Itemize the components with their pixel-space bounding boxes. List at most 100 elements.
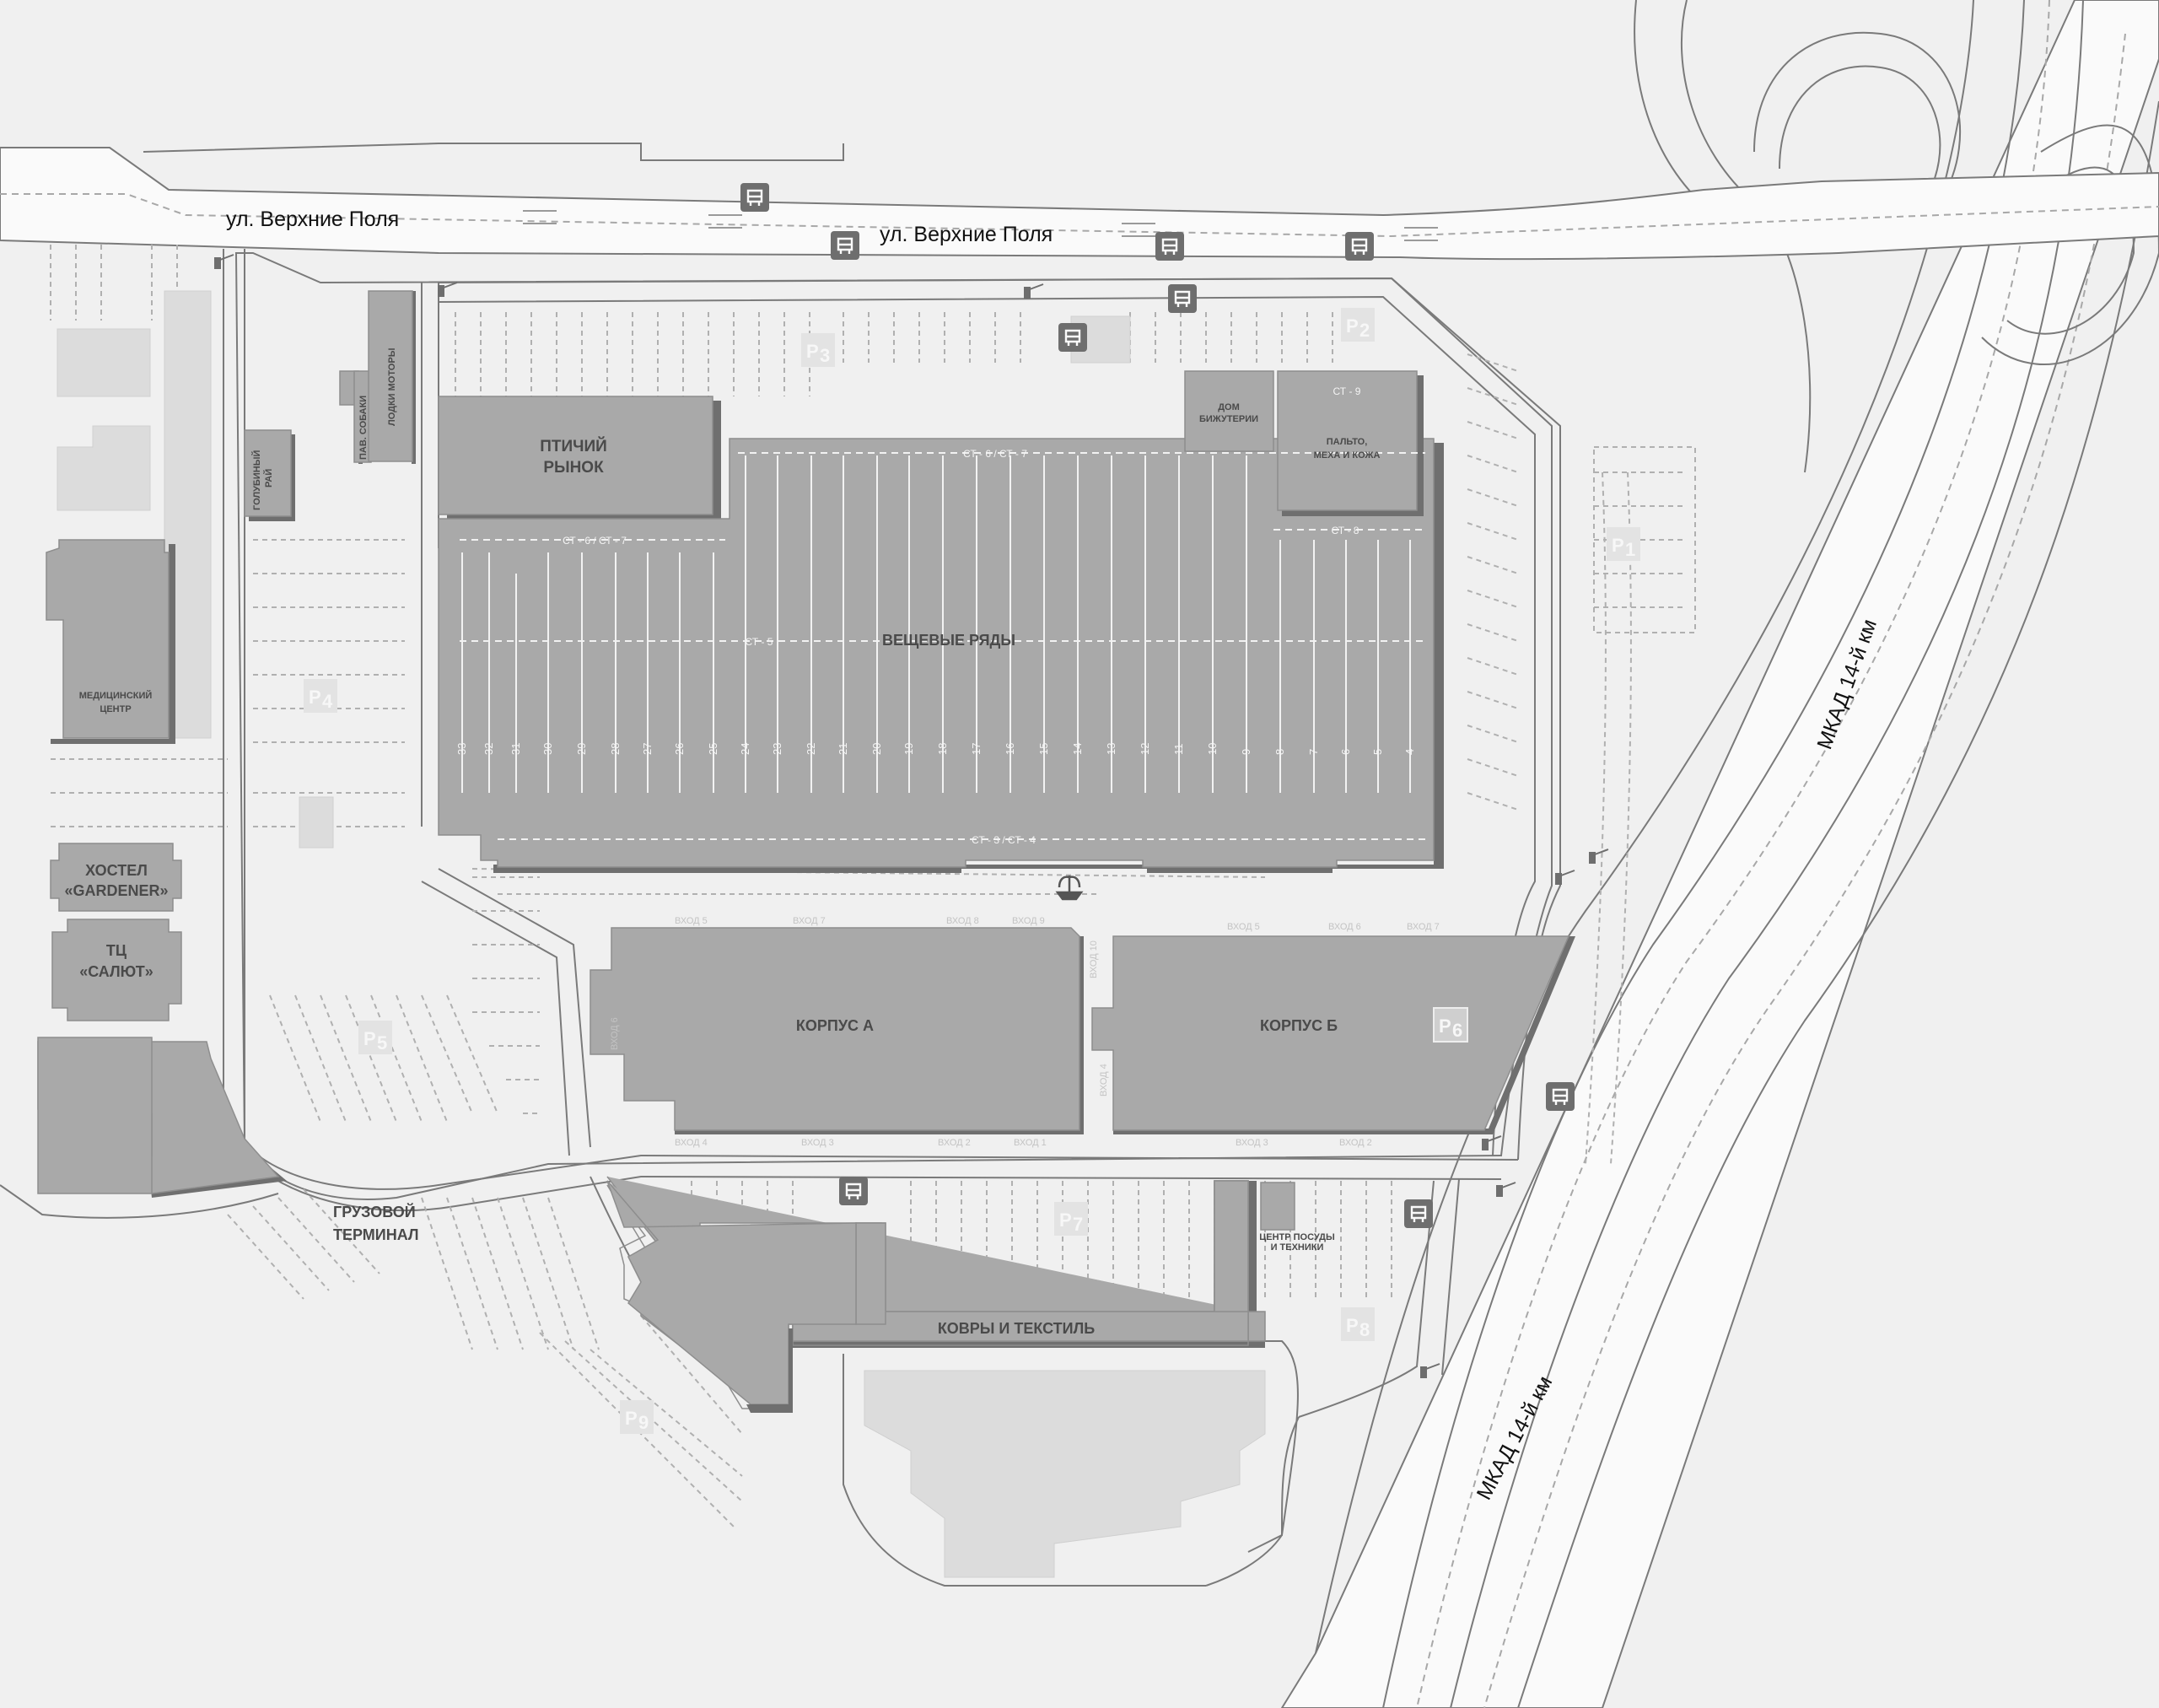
bus-stop-icon [1155, 232, 1184, 261]
svg-text:3: 3 [820, 345, 830, 366]
barrier-gate-icon [1420, 1363, 1440, 1378]
entrance-labels: ВХОД 5 ВХОД 7 ВХОД 8 ВХОД 9 ВХОД 10 ВХОД… [610, 916, 1440, 1148]
row-num: 16 [1004, 743, 1016, 755]
entrance-label: ВХОД 1 [1014, 1138, 1047, 1148]
label-dom-bizh-2: БИЖУТЕРИИ [1199, 414, 1258, 424]
svg-text:P: P [806, 341, 819, 362]
row-num: 10 [1206, 743, 1219, 755]
street-label-verkhnie-polya: ул. Верхние Поля [880, 223, 1053, 246]
label-golubinyy-2: РАЙ [263, 469, 274, 488]
row-num: 22 [805, 743, 817, 755]
entrance-label: ВХОД 8 [946, 916, 979, 926]
bldg-ptichiy-rynok [438, 396, 713, 515]
svg-text:P: P [1346, 315, 1359, 337]
row-num: 13 [1105, 743, 1117, 755]
label-palto-1: ПАЛЬТО, [1327, 437, 1368, 447]
entrance-label: ВХОД 4 [1099, 1064, 1109, 1096]
bus-stop-icon [1404, 1199, 1433, 1228]
row-num: 11 [1172, 744, 1185, 756]
row-num: 18 [936, 743, 949, 755]
label-posuda-1: ЦЕНТР ПОСУДЫ [1259, 1232, 1335, 1242]
label-korpus-b: КОРПУС Б [1260, 1017, 1338, 1034]
barrier-icons [214, 254, 1609, 1378]
entrance-label: ВХОД 7 [1407, 922, 1440, 932]
bus-stop-icon [1058, 323, 1087, 352]
entrance-label: ВХОД 4 [675, 1138, 708, 1148]
bus-stop-icon [1168, 284, 1197, 313]
bldg-veshchevye-ryady [438, 438, 1435, 868]
label-korpus-a: КОРПУС А [796, 1017, 874, 1034]
row-num: 8 [1273, 749, 1286, 755]
entrance-label: ВХОД 9 [1012, 916, 1045, 926]
label-kovry: КОВРЫ И ТЕКСТИЛЬ [938, 1320, 1095, 1337]
svg-text:4: 4 [322, 691, 333, 712]
label-hostel-1: ХОСТЕЛ [85, 862, 148, 879]
row-num: 21 [837, 743, 849, 755]
row-num: 30 [541, 743, 554, 755]
label-ct34: СТ - 3 / СТ - 4 [972, 834, 1036, 846]
row-num: 7 [1307, 749, 1320, 755]
svg-text:P: P [309, 687, 321, 708]
bus-stop-icon [831, 231, 859, 260]
bus-stop-icon [1546, 1082, 1575, 1111]
barrier-gate-icon [438, 282, 458, 297]
street-label-verkhnie-polya: ул. Верхние Поля [226, 207, 399, 231]
direction-arrows [523, 210, 1438, 241]
svg-text:P: P [625, 1408, 638, 1429]
barrier-gate-icon [214, 254, 234, 269]
svg-text:P: P [1439, 1016, 1451, 1037]
row-num: 15 [1037, 743, 1050, 755]
row-num: 29 [575, 743, 588, 755]
svg-text:1: 1 [1625, 539, 1635, 560]
verkhnie-polya-street [0, 143, 2159, 261]
stall-row-lines [460, 452, 1425, 840]
row-num: 14 [1071, 743, 1084, 755]
row-num: 4 [1403, 749, 1416, 755]
building-labels: ПТИЧИЙ РЫНОК ГОЛУБИНЫЙ РАЙ ПАВ. СОБАКИ Л… [64, 348, 1380, 1337]
svg-text:2: 2 [1359, 320, 1370, 341]
label-ct8: СТ - 8 [1332, 525, 1359, 536]
entrance-label: ВХОД 6 [1328, 922, 1361, 932]
label-ptichiy-2: РЫНОК [543, 459, 604, 477]
entrance-label: ВХОД 3 [1236, 1138, 1268, 1148]
label-ct5: СТ - 5 [746, 636, 773, 648]
row-num: 9 [1240, 749, 1252, 755]
svg-text:P: P [1346, 1315, 1359, 1336]
bus-stop-icon [839, 1177, 868, 1205]
label-veshchevye: ВЕЩЕВЫЕ РЯДЫ [882, 632, 1015, 649]
svg-text:7: 7 [1073, 1214, 1083, 1235]
barrier-gate-icon [1555, 870, 1575, 885]
row-num: 6 [1339, 749, 1352, 755]
label-ptichiy-1: ПТИЧИЙ [540, 437, 607, 455]
bus-stop-icon [740, 183, 769, 212]
label-med-1: МЕДИЦИНСКИЙ [79, 690, 153, 701]
label-lodki-motory: ЛОДКИ МОТОРЫ [387, 348, 397, 426]
entrance-label: ВХОД 2 [1339, 1138, 1372, 1148]
label-pav-sobaki: ПАВ. СОБАКИ [358, 396, 369, 460]
entrance-label: ВХОД 10 [1089, 940, 1099, 978]
bus-stop-icon [1345, 232, 1374, 261]
barrier-gate-icon [1496, 1182, 1516, 1197]
label-ct67-top: СТ - 6 / СТ - 7 [963, 448, 1027, 460]
bus-stop-icons [740, 183, 1575, 1228]
label-palto-2: МЕХА И КОЖА [1314, 450, 1381, 461]
row-num: 33 [455, 743, 468, 755]
row-num: 25 [707, 743, 719, 755]
row-num: 31 [509, 743, 522, 755]
label-hostel-2: «GARDENER» [64, 882, 168, 899]
row-num: 28 [609, 743, 622, 755]
fountain-icon [1055, 876, 1084, 901]
svg-text:8: 8 [1359, 1319, 1370, 1340]
svg-text:P: P [1612, 535, 1624, 556]
svg-text:5: 5 [377, 1032, 387, 1053]
barrier-gate-icon [1024, 283, 1044, 299]
entrance-label: ВХОД 7 [793, 916, 826, 926]
